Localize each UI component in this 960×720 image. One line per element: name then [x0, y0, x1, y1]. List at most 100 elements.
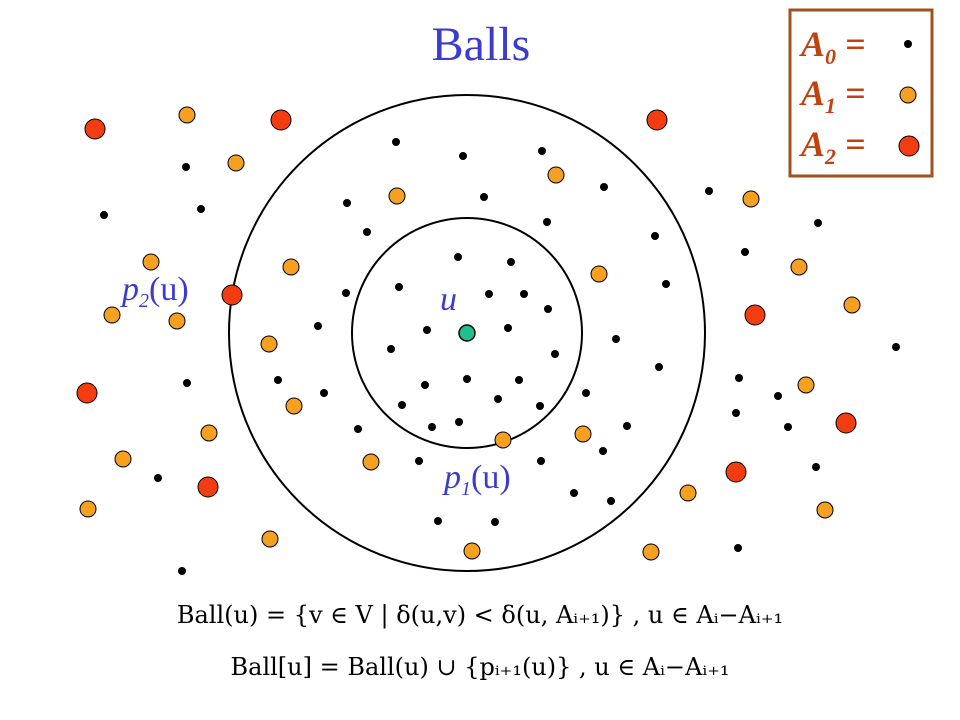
- black-dot-icon: [812, 463, 820, 471]
- legend-red-dot-icon: [898, 135, 920, 157]
- black-dot-icon: [784, 423, 792, 431]
- black-dot-icon: [538, 147, 546, 155]
- black-dot-icon: [154, 474, 162, 482]
- black-dot-icon: [612, 335, 620, 343]
- black-dot-icon: [354, 425, 362, 433]
- orange-dot-icon: [574, 425, 592, 443]
- orange-dot-icon: [142, 253, 160, 271]
- black-dot-icon: [398, 401, 406, 409]
- orange-dot-icon: [178, 106, 196, 124]
- points-layer: [76, 106, 900, 575]
- black-dot-icon: [537, 457, 545, 465]
- red-dot-icon: [76, 382, 98, 404]
- legend-label-a2: A2 =: [799, 124, 866, 169]
- black-dot-icon: [732, 409, 740, 417]
- black-dot-icon: [623, 422, 631, 430]
- legend-label-a0: A0 =: [799, 24, 866, 69]
- black-dot-icon: [491, 518, 499, 526]
- black-dot-icon: [392, 138, 400, 146]
- orange-dot-icon: [494, 431, 512, 449]
- black-dot-icon: [814, 219, 822, 227]
- page-title: Balls: [432, 18, 531, 71]
- orange-dot-icon: [816, 501, 834, 519]
- orange-dot-icon: [590, 265, 608, 283]
- black-dot-icon: [494, 395, 502, 403]
- black-dot-icon: [705, 187, 713, 195]
- black-dot-icon: [343, 199, 351, 207]
- orange-dot-icon: [463, 542, 481, 560]
- legend-label-a1: A1 =: [799, 73, 866, 118]
- orange-dot-icon: [388, 187, 406, 205]
- black-dot-icon: [892, 343, 900, 351]
- label-p2: p2(u): [120, 271, 189, 312]
- orange-dot-icon: [797, 376, 815, 394]
- black-dot-icon: [741, 248, 749, 256]
- black-dot-icon: [515, 376, 523, 384]
- orange-dot-icon: [114, 450, 132, 468]
- orange-dot-icon: [103, 306, 121, 324]
- label-u: u: [440, 281, 457, 318]
- black-dot-icon: [197, 205, 205, 213]
- black-dot-icon: [455, 418, 463, 426]
- black-dot-icon: [662, 280, 670, 288]
- red-dot-icon: [835, 412, 857, 434]
- black-dot-icon: [607, 497, 615, 505]
- black-dot-icon: [504, 324, 512, 332]
- black-dot-icon: [507, 258, 515, 266]
- black-dot-icon: [314, 322, 322, 330]
- orange-dot-icon: [362, 453, 380, 471]
- black-dot-icon: [735, 374, 743, 382]
- inner-ball: [351, 217, 583, 449]
- black-dot-icon: [734, 544, 742, 552]
- red-dot-icon: [197, 476, 219, 498]
- legend: A0 = A1 = A2 =: [788, 8, 934, 178]
- black-dot-icon: [183, 379, 191, 387]
- black-dot-icon: [600, 183, 608, 191]
- formula-ball-closed: Ball[u] = Ball(u) ∪ {pᵢ₊₁(u)} , u ∈ Aᵢ−A…: [231, 653, 730, 681]
- black-dot-icon: [582, 389, 590, 397]
- orange-dot-icon: [282, 258, 300, 276]
- legend-orange-dot-icon: [899, 86, 917, 104]
- black-dot-icon: [774, 392, 782, 400]
- orange-dot-icon: [260, 335, 278, 353]
- orange-dot-icon: [843, 296, 861, 314]
- red-dot-icon: [221, 284, 243, 306]
- black-dot-icon: [423, 326, 431, 334]
- formula-ball-open: Ball(u) = {v ∈ V | δ(u,v) < δ(u, Aᵢ₊₁)} …: [177, 601, 783, 630]
- black-dot-icon: [480, 193, 488, 201]
- orange-dot-icon: [227, 154, 245, 172]
- orange-dot-icon: [79, 500, 97, 518]
- orange-dot-icon: [200, 424, 218, 442]
- orange-dot-icon: [679, 484, 697, 502]
- black-dot-icon: [551, 350, 559, 358]
- outer-ball: [228, 94, 706, 572]
- red-dot-icon: [725, 461, 747, 483]
- orange-dot-icon: [790, 258, 808, 276]
- black-dot-icon: [182, 163, 190, 171]
- red-dot-icon: [646, 109, 668, 131]
- orange-dot-icon: [285, 397, 303, 415]
- black-dot-icon: [570, 489, 578, 497]
- orange-dot-icon: [642, 543, 660, 561]
- red-dot-icon: [84, 118, 106, 140]
- black-dot-icon: [459, 152, 467, 160]
- black-dot-icon: [454, 253, 462, 261]
- black-dot-icon: [536, 402, 544, 410]
- black-dot-icon: [320, 389, 328, 397]
- black-dot-icon: [342, 289, 350, 297]
- black-dot-icon: [415, 457, 423, 465]
- black-dot-icon: [428, 423, 436, 431]
- red-dot-icon: [744, 304, 766, 326]
- orange-dot-icon: [742, 190, 760, 208]
- orange-dot-icon: [261, 530, 279, 548]
- red-dot-icon: [270, 109, 292, 131]
- black-dot-icon: [100, 211, 108, 219]
- black-dot-icon: [395, 283, 403, 291]
- black-dot-icon: [543, 218, 551, 226]
- black-dot-icon: [434, 517, 442, 525]
- black-dot-icon: [178, 567, 186, 575]
- black-dot-icon: [520, 290, 528, 298]
- black-dot-icon: [655, 363, 663, 371]
- black-dot-icon: [651, 232, 659, 240]
